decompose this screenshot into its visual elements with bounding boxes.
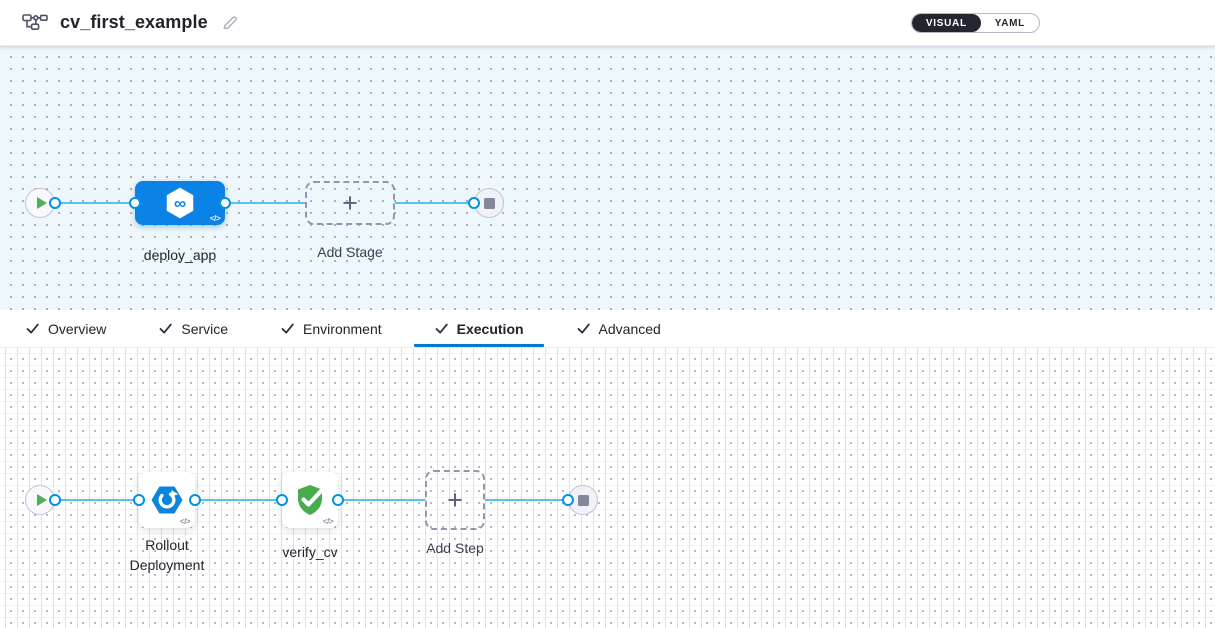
- connector-line: [55, 499, 139, 501]
- pipeline-graph-icon: [22, 12, 48, 34]
- play-icon: [36, 197, 47, 209]
- connector-port[interactable]: [189, 494, 201, 506]
- stop-icon: [577, 494, 589, 506]
- connector-line: [338, 499, 425, 501]
- connector-line: [485, 499, 568, 501]
- toggle-yaml[interactable]: YAML: [994, 17, 1025, 29]
- tab-environment[interactable]: Environment: [260, 310, 402, 347]
- tab-overview[interactable]: Overview: [5, 310, 126, 347]
- add-stage-button[interactable]: +: [305, 181, 395, 225]
- rollout-deployment-icon: [151, 486, 183, 514]
- plus-icon: +: [342, 187, 358, 218]
- stop-icon: [483, 197, 495, 209]
- tab-execution[interactable]: Execution: [413, 310, 544, 347]
- connector-port[interactable]: [276, 494, 288, 506]
- visual-yaml-toggle: VISUAL YAML: [910, 13, 1040, 33]
- tab-label: Advanced: [598, 320, 661, 337]
- connector-line: [225, 202, 305, 204]
- code-icon: </>: [322, 517, 334, 526]
- check-icon: [281, 323, 294, 334]
- toggle-visual[interactable]: VISUAL: [911, 14, 981, 32]
- add-stage-label: Add Stage: [317, 244, 383, 260]
- connector-port[interactable]: [49, 494, 61, 506]
- tab-label: Service: [181, 320, 229, 337]
- add-step-label: Add Step: [426, 540, 484, 556]
- tab-label: Environment: [303, 320, 382, 337]
- connector-port[interactable]: [129, 197, 141, 209]
- stage-node-deploy-app[interactable]: ∞ </>: [135, 181, 225, 225]
- check-icon: [577, 323, 590, 334]
- svg-text:∞: ∞: [174, 194, 186, 213]
- connector-port[interactable]: [562, 494, 574, 506]
- verify-shield-icon: [298, 485, 324, 515]
- connector-port[interactable]: [219, 197, 231, 209]
- check-icon: [26, 323, 39, 334]
- check-icon: [159, 323, 173, 334]
- cd-stage-hexagon-icon: ∞: [166, 187, 194, 219]
- tab-service[interactable]: Service: [138, 310, 248, 347]
- edit-pencil-icon[interactable]: [221, 14, 238, 31]
- connector-port[interactable]: [468, 197, 480, 209]
- code-icon: </>: [179, 517, 191, 526]
- stage-pipeline-canvas[interactable]: ∞ </> + deploy_app Add Stage: [0, 46, 1215, 310]
- connector-port[interactable]: [49, 197, 61, 209]
- step-label: Rollout Deployment: [129, 537, 205, 573]
- connector-line: [395, 202, 474, 204]
- step-label: verify_cv: [282, 544, 338, 560]
- tab-advanced[interactable]: Advanced: [556, 310, 681, 347]
- tab-label: Overview: [48, 320, 107, 337]
- connector-port[interactable]: [332, 494, 344, 506]
- code-icon: </>: [209, 214, 221, 223]
- pipeline-title: cv_first_example: [60, 12, 208, 32]
- step-node-rollout-deployment[interactable]: </>: [139, 472, 195, 528]
- stage-label: deploy_app: [143, 247, 217, 263]
- step-node-verify-cv[interactable]: </>: [282, 472, 338, 528]
- pipeline-header: cv_first_example VISUAL YAML: [0, 0, 1215, 46]
- play-icon: [36, 494, 47, 506]
- add-step-button[interactable]: +: [425, 470, 485, 530]
- plus-icon: +: [447, 484, 463, 515]
- connector-port[interactable]: [133, 494, 145, 506]
- stage-config-tabbar: Overview Service Environment Execution A…: [0, 310, 1215, 348]
- execution-steps-canvas[interactable]: </> </> + Rollout Deployment verify_cv A…: [0, 348, 1215, 628]
- check-icon: [435, 323, 448, 334]
- tab-label: Execution: [456, 320, 524, 337]
- connector-line: [195, 499, 282, 501]
- connector-line: [55, 202, 135, 204]
